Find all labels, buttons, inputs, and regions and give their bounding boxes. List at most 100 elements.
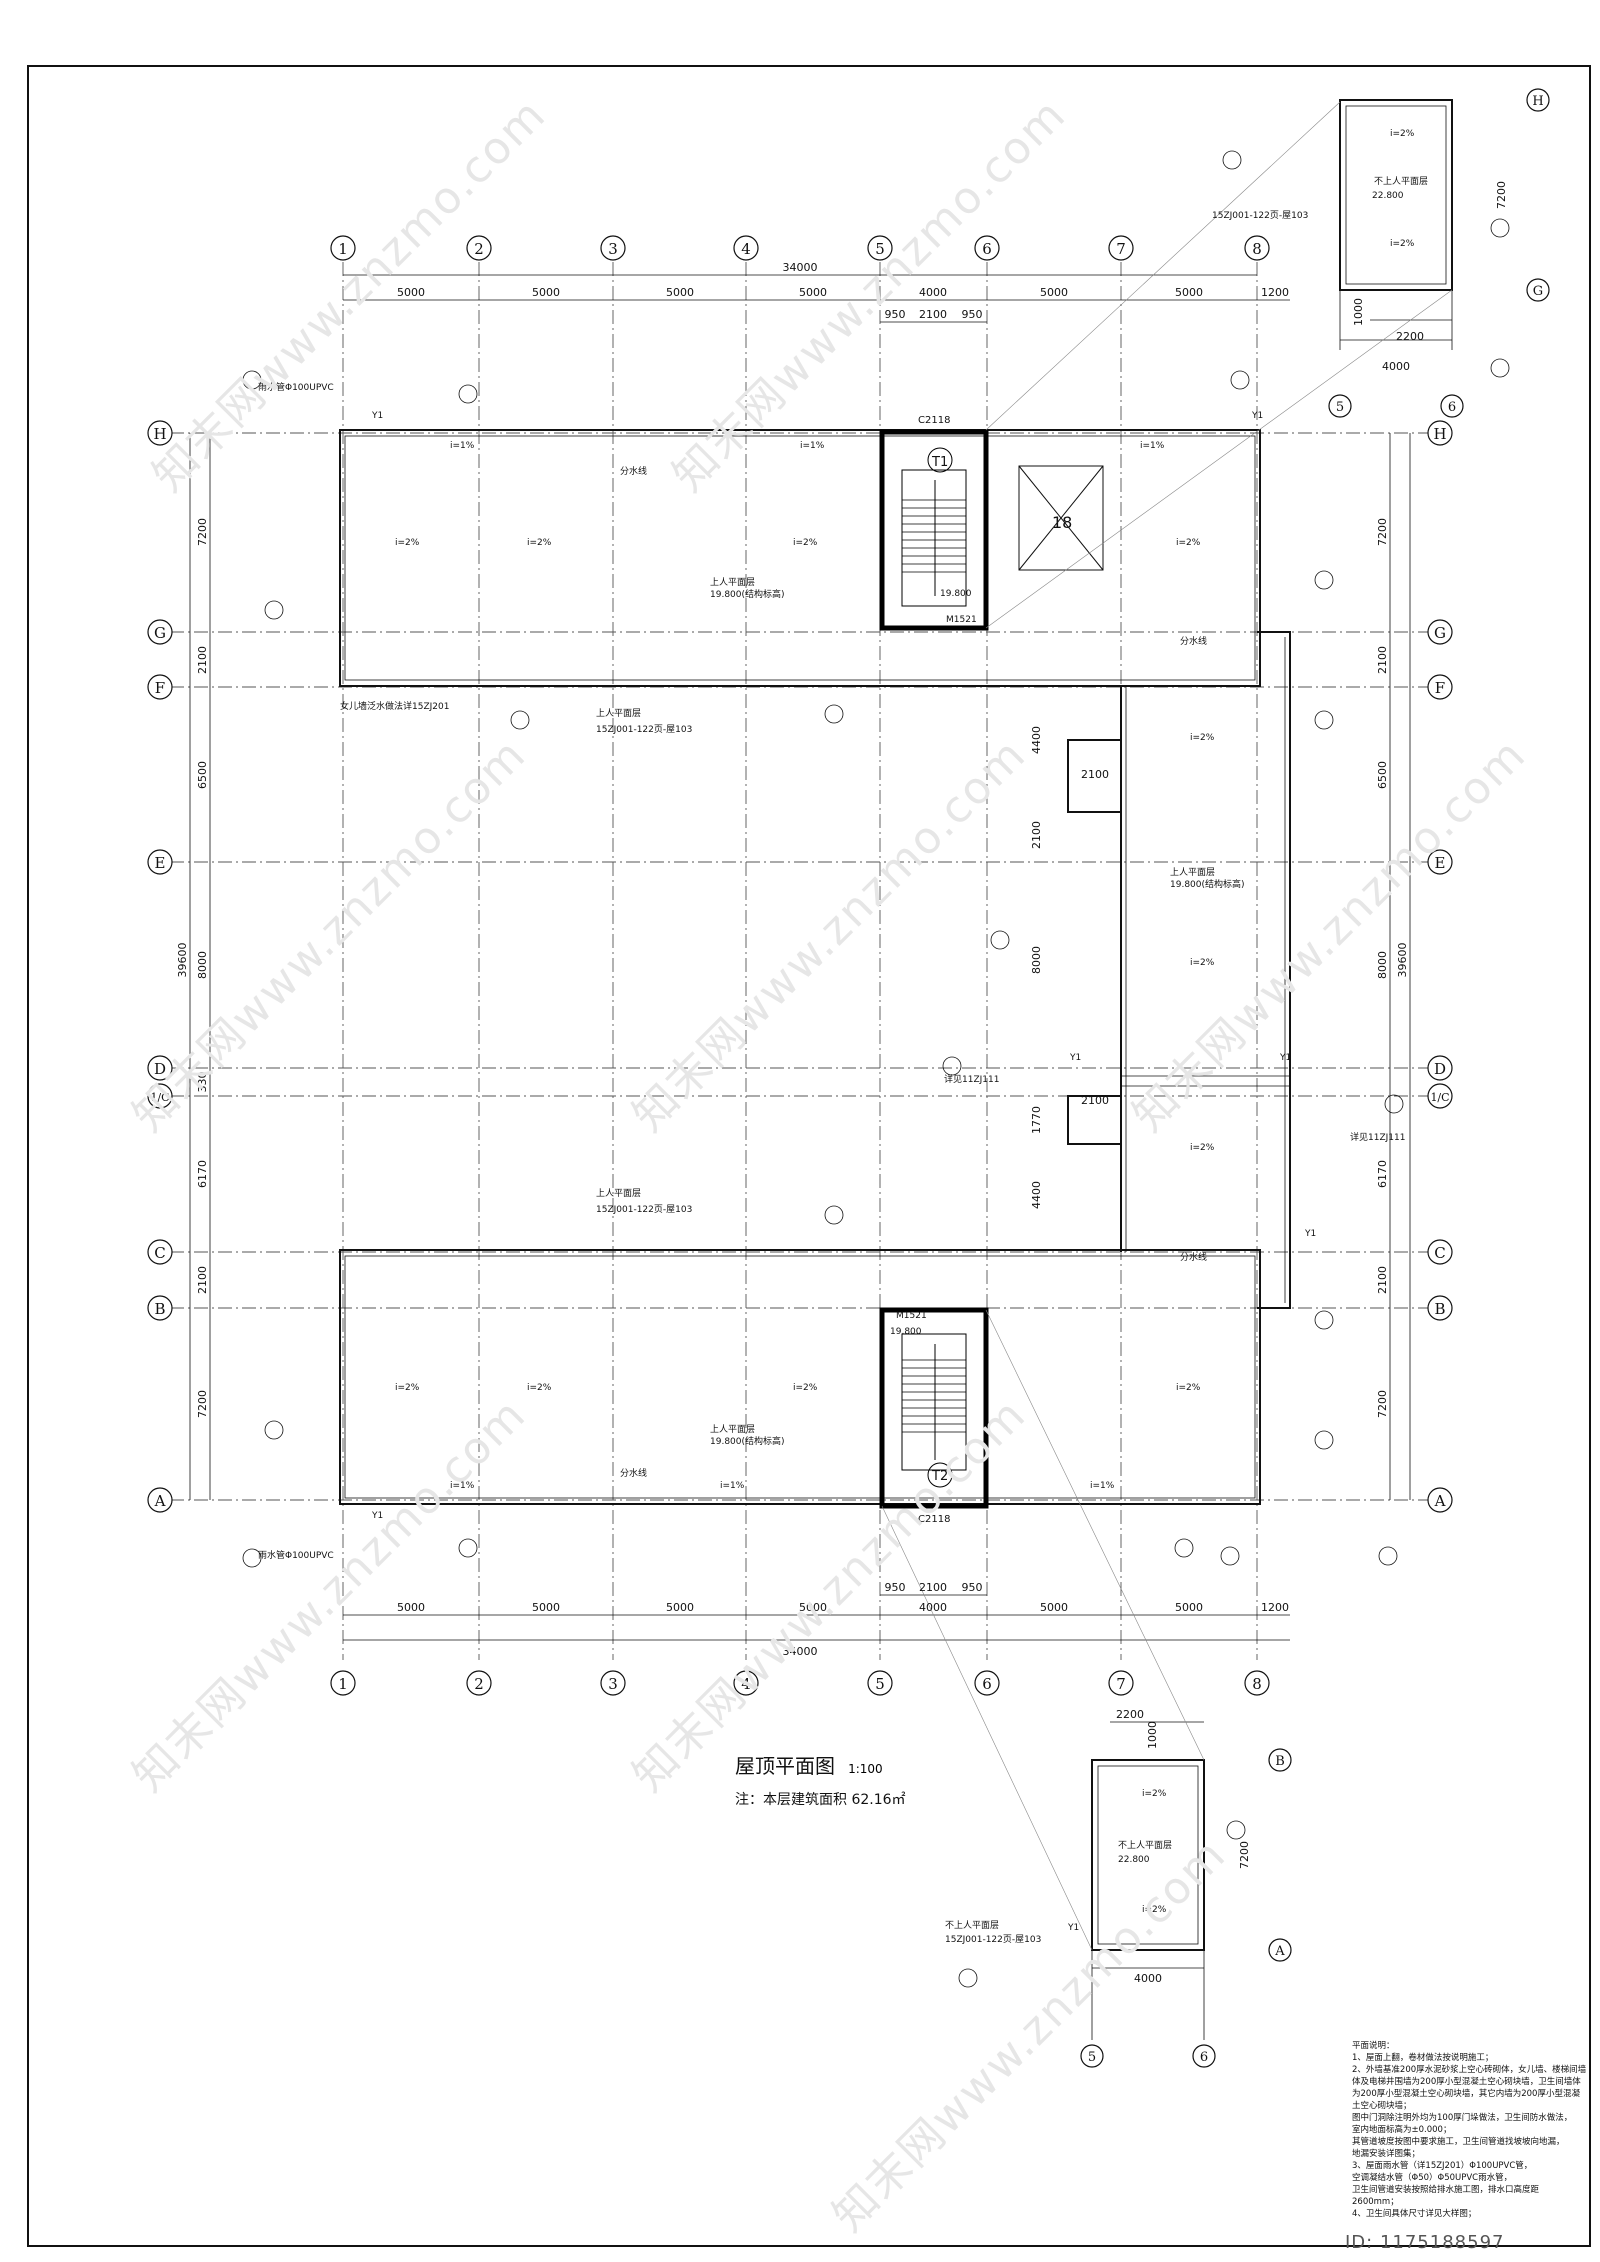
row-label: F <box>155 679 165 697</box>
drawing-scale: 1:100 <box>848 1762 883 1776</box>
slope: i=2% <box>793 538 818 548</box>
detail-slope: i=2% <box>1390 239 1415 249</box>
axis-bubbles-right <box>1427 420 1453 1513</box>
note-line: 为200厚小型混凝土空心砌块墙，其它内墙为200厚小型混凝 <box>1352 2089 1580 2099</box>
drain: Y1 <box>1251 411 1263 421</box>
row-label: F <box>1435 679 1445 697</box>
stair-core-t1 <box>879 429 989 631</box>
slope: i=2% <box>1190 958 1215 968</box>
bay-dim: 5000 <box>666 286 694 299</box>
area-note: 注：本层建筑面积 62.16㎡ <box>735 1792 906 1808</box>
col-label: 6 <box>982 1675 992 1693</box>
detail-ref-circles <box>242 150 1510 1988</box>
col-label: 2 <box>474 1675 484 1693</box>
row-label: B <box>154 1300 165 1318</box>
slope: i=1% <box>800 441 825 451</box>
detail-col-label: 5 <box>1088 2050 1096 2065</box>
total-width: 34000 <box>783 1645 818 1658</box>
stair-tag: T2 <box>931 1469 948 1484</box>
stair-dim: 950 <box>962 308 983 321</box>
drain: Y1 <box>1279 1053 1291 1063</box>
court-width: 2100 <box>1081 1094 1109 1107</box>
door-tag: M1521 <box>946 615 977 625</box>
detail-roof: 不上人平面层 <box>1118 1840 1172 1851</box>
slope: i=1% <box>720 1481 745 1491</box>
roof-up-sub: 19.800(结构标高) <box>710 1435 785 1447</box>
detail-ref: 15ZJ001-122页-屋103 <box>1212 210 1308 221</box>
detail-roof: 不上人平面层 <box>1374 176 1428 187</box>
axis-bubbles-top <box>330 235 1270 261</box>
ref: 详见11ZJ111 <box>1350 1131 1405 1143</box>
row-label: H <box>1433 425 1446 443</box>
roof-up: 上人平面层 <box>1170 867 1215 878</box>
col-label: 6 <box>982 240 992 258</box>
row-label: G <box>154 624 166 642</box>
window-tag: C2118 <box>918 1514 950 1525</box>
row-span: 6500 <box>1376 761 1389 789</box>
stair-dim: 2100 <box>919 308 947 321</box>
row-span: 7200 <box>1376 1390 1389 1418</box>
drain: Y1 <box>371 411 383 421</box>
detail-width: 2200 <box>1396 330 1424 343</box>
gutter: 分水线 <box>1180 1251 1207 1263</box>
court-dim: 4400 <box>1030 1181 1043 1209</box>
col-label: 4 <box>741 1675 751 1693</box>
stair-dim: 950 <box>962 1581 983 1594</box>
elevator-tag: 18 <box>1052 513 1072 532</box>
col-label: 1 <box>338 1675 348 1693</box>
detail-ref: 15ZJ001-122页-屋103 <box>945 1934 1041 1945</box>
bay-dim: 5000 <box>1175 1601 1203 1614</box>
drain: Y1 <box>1067 1923 1079 1933</box>
ref: 详见11ZJ111 <box>944 1073 999 1085</box>
annotations: C2118 C2118 T1 T2 18 M1521 M1521 19.800 … <box>258 129 1428 1945</box>
door-tag: M1521 <box>896 1311 927 1321</box>
court-dim: 4400 <box>1030 726 1043 754</box>
col-label: 7 <box>1116 1675 1126 1693</box>
detail-slope: i=2% <box>1142 1789 1167 1799</box>
plan-notes: 平面说明： 1、屋面上翻，卷材做法按说明施工； 2、外墙基准200厚水泥砂浆上空… <box>1352 2040 1590 2220</box>
reference-diagonals <box>881 101 1453 1951</box>
note-line: 3、屋面雨水管（详15ZJ201）Φ100UPVC管， <box>1352 2161 1533 2171</box>
court-dim: 2100 <box>1030 821 1043 849</box>
detail-level: 22.800 <box>1372 191 1404 201</box>
slope: i=2% <box>1190 1143 1215 1153</box>
row-label: D <box>154 1060 166 1078</box>
note-line: 图中门洞除注明外均为100厚门垛做法，卫生间防水做法， <box>1352 2113 1573 2123</box>
col-label: 4 <box>741 240 751 258</box>
bay-dim: 1200 <box>1261 1601 1289 1614</box>
row-label: E <box>1435 854 1446 872</box>
row-span: 7200 <box>196 518 209 546</box>
row-span: 7200 <box>196 1390 209 1418</box>
detail-top-walls <box>1339 99 1453 350</box>
row-span: 2100 <box>196 1266 209 1294</box>
drain: Y1 <box>1304 1229 1316 1239</box>
row-label: C <box>154 1244 165 1262</box>
bay-dim: 4000 <box>919 286 947 299</box>
axis-bubbles-left <box>147 420 173 1513</box>
row-span: 6170 <box>196 1160 209 1188</box>
row-label: A <box>154 1492 166 1510</box>
slope: i=2% <box>527 538 552 548</box>
stair-tag: T1 <box>931 455 948 470</box>
row-span: 8000 <box>196 951 209 979</box>
level: 19.800 <box>940 589 972 599</box>
row-label: A <box>1434 1492 1446 1510</box>
col-label: 3 <box>608 240 618 258</box>
row-span: 330 <box>196 1072 209 1093</box>
detail-row-label: G <box>1533 284 1543 299</box>
row-span: 2100 <box>1376 1266 1389 1294</box>
row-span: 7200 <box>1376 518 1389 546</box>
note-line: 2、外墙基准200厚水泥砂浆上空心砖砌体，女儿墙、楼梯间墙 <box>1352 2065 1587 2075</box>
grid-lines <box>170 262 1440 1660</box>
roof-up-sub: 19.800(结构标高) <box>1170 878 1245 890</box>
row-label: C <box>1434 1244 1445 1262</box>
detail-col-label: 5 <box>1336 400 1344 415</box>
bay-dim: 5000 <box>1040 286 1068 299</box>
note-line: 地漏安装详图集； <box>1352 2149 1421 2159</box>
row-span: 8000 <box>1376 951 1389 979</box>
bay-dim: 5000 <box>532 1601 560 1614</box>
bay-dim: 5000 <box>799 1601 827 1614</box>
detail-width: 4000 <box>1382 360 1410 373</box>
level: 19.800 <box>890 1327 922 1337</box>
drawing-title: 屋顶平面图 <box>735 1754 835 1778</box>
